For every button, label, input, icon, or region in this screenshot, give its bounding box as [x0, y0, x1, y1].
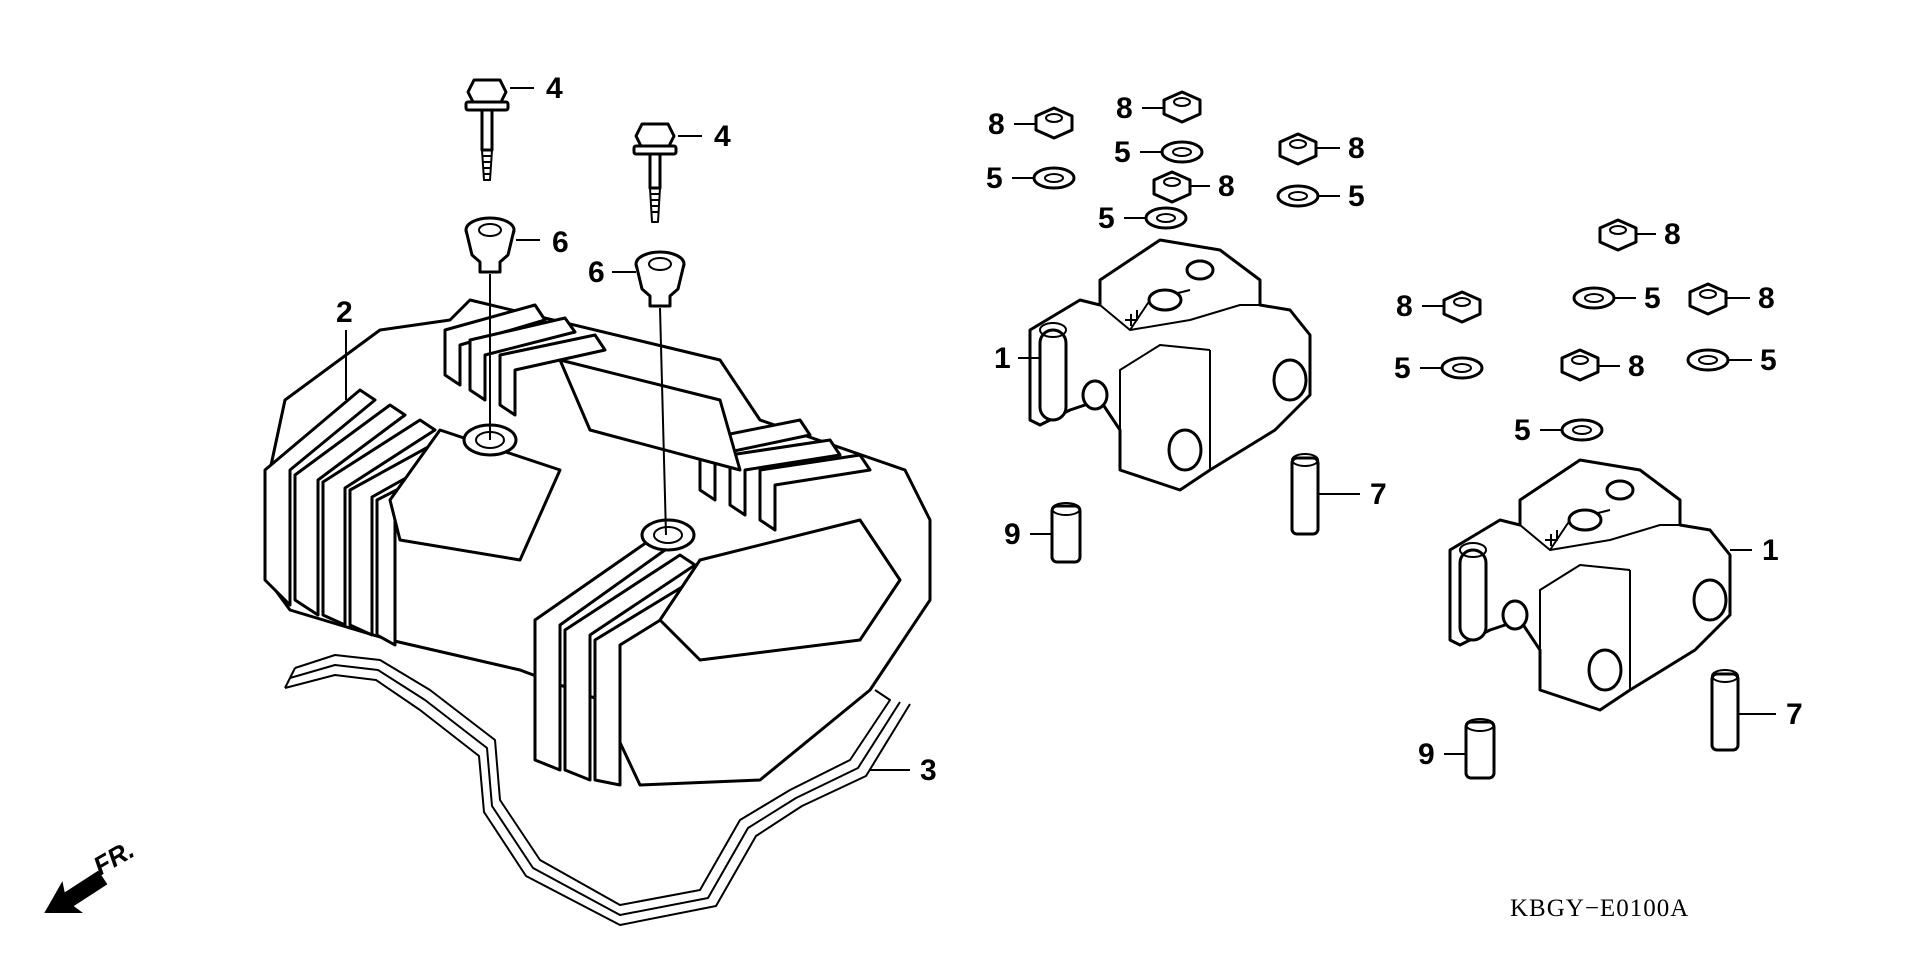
nut-2[interactable]	[1162, 90, 1202, 124]
nut-7[interactable]	[1688, 282, 1728, 316]
head-cover-gasket[interactable]	[284, 654, 911, 926]
washer-4[interactable]	[1144, 206, 1188, 230]
callout-8-nut-5: 8	[1664, 218, 1681, 251]
callout-8-nut-4: 8	[1218, 170, 1235, 203]
washer-5[interactable]	[1572, 286, 1616, 310]
callout-5-washer-3: 5	[1348, 180, 1365, 213]
cylinder-head-cover[interactable]	[263, 298, 932, 787]
dowel-pin-upper[interactable]	[1290, 453, 1320, 536]
collar-lower[interactable]	[1464, 718, 1496, 780]
callout-8-nut-2: 8	[1116, 92, 1133, 125]
nut-8[interactable]	[1560, 348, 1600, 382]
washer-8[interactable]	[1560, 418, 1604, 442]
callout-1-holder-lower: 1	[1762, 534, 1779, 567]
callout-4-bolt-right: 4	[714, 120, 731, 153]
callout-1-holder-upper: 1	[994, 342, 1011, 375]
callout-2-head-cover: 2	[336, 296, 353, 329]
washer-6[interactable]	[1440, 356, 1484, 380]
callout-5-washer-2: 5	[1114, 136, 1131, 169]
washer-1[interactable]	[1032, 166, 1076, 190]
grommet-left[interactable]	[464, 216, 516, 274]
callout-5-washer-6: 5	[1394, 352, 1411, 385]
callout-5-washer-8: 5	[1514, 414, 1531, 447]
grommet-right[interactable]	[634, 250, 686, 308]
front-direction-arrow-icon: FR.	[44, 834, 139, 913]
bolt-right[interactable]	[632, 122, 678, 223]
callout-4-bolt-left: 4	[546, 72, 563, 105]
nut-3[interactable]	[1278, 132, 1318, 166]
callout-5-washer-1: 5	[986, 162, 1003, 195]
callout-5-washer-5: 5	[1644, 282, 1661, 315]
nut-6[interactable]	[1442, 290, 1482, 324]
callout-6-grommet-right: 6	[588, 256, 605, 289]
callout-8-nut-6: 8	[1396, 290, 1413, 323]
callout-6-grommet-left: 6	[552, 226, 569, 259]
washer-3[interactable]	[1276, 184, 1320, 208]
callout-7-pin-lower: 7	[1786, 698, 1803, 731]
callout-8-nut-7: 8	[1758, 282, 1775, 315]
nut-4[interactable]	[1152, 170, 1192, 204]
collar-upper[interactable]	[1050, 502, 1082, 564]
camshaft-holder-lower[interactable]	[1448, 458, 1732, 712]
bolt-left[interactable]	[464, 78, 510, 181]
callout-3-gasket: 3	[920, 754, 937, 787]
dowel-pin-lower[interactable]	[1710, 669, 1740, 752]
callout-8-nut-3: 8	[1348, 132, 1365, 165]
callout-7-pin-upper: 7	[1370, 478, 1387, 511]
callout-9-collar-lower: 9	[1418, 738, 1435, 771]
nut-1[interactable]	[1034, 106, 1074, 140]
washer-7[interactable]	[1686, 348, 1730, 372]
leader-lines	[345, 87, 1776, 771]
callout-5-washer-7: 5	[1760, 344, 1777, 377]
callout-9-collar-upper: 9	[1004, 518, 1021, 551]
callout-8-nut-1: 8	[988, 108, 1005, 141]
nut-5[interactable]	[1598, 218, 1638, 252]
callout-8-nut-8: 8	[1628, 350, 1645, 383]
washer-2[interactable]	[1160, 140, 1204, 164]
camshaft-holder-upper[interactable]	[1028, 238, 1312, 492]
callout-5-washer-4: 5	[1098, 202, 1115, 235]
drawing-code: KBGY−E0100A	[1510, 895, 1689, 922]
